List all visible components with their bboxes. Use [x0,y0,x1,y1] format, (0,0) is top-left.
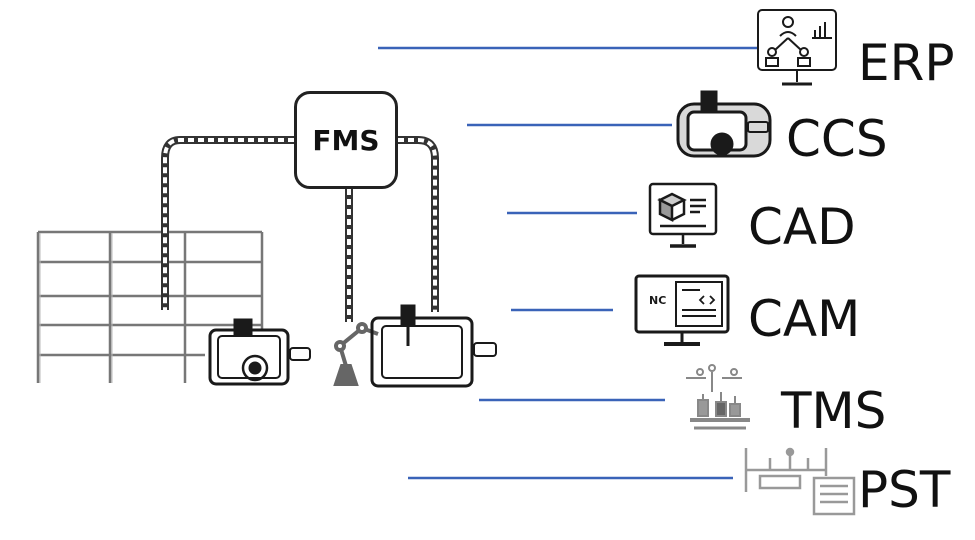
fms-hub-box: FMS [294,91,398,189]
cad-label: CAD [748,198,856,256]
tool-holders-icon [686,364,750,430]
erp-label: ERP [858,34,955,92]
pst-label: PST [858,461,951,519]
machining-center-1 [208,318,311,386]
machine-tool-icon [676,90,772,158]
machining-center-2 [370,304,497,388]
3d-model-monitor-icon [648,182,718,248]
fms-cables [161,136,439,322]
cam-label: CAM [748,290,861,348]
tool-preset-station-icon [744,447,856,516]
storage-rack [36,230,264,383]
nc-code-monitor-icon: NC [634,274,730,346]
robot-arm [333,322,379,386]
system-connectors [378,46,758,480]
org-chart-monitor-icon [757,9,837,86]
fms-hub-label: FMS [312,123,380,157]
tms-label: TMS [781,382,887,440]
ccs-label: CCS [786,110,888,168]
nc-icon-text: NC [649,294,666,307]
